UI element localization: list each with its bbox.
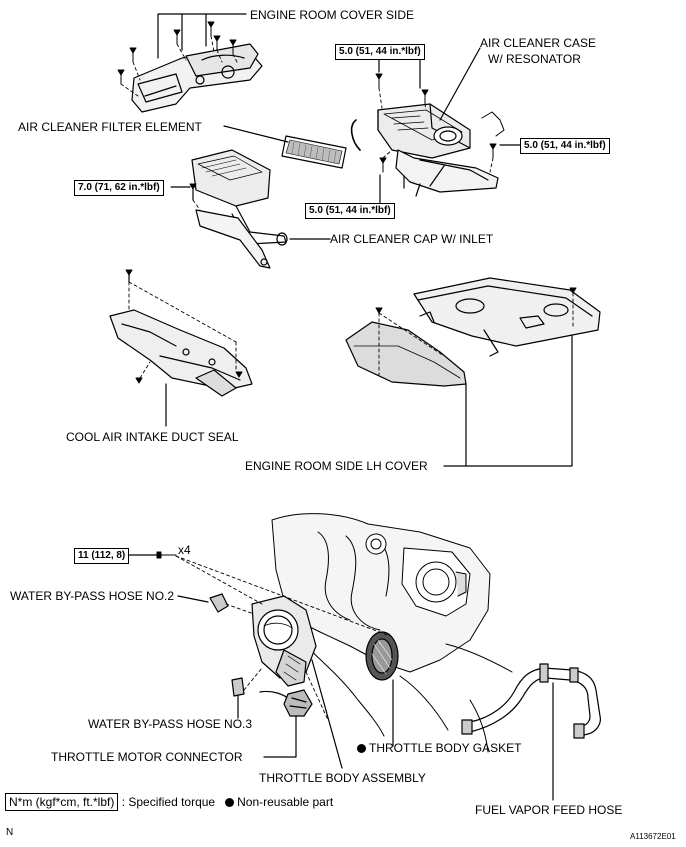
leader-case: [439, 47, 481, 121]
leader-throttle-assembly: [311, 659, 343, 769]
label-air-cleaner-cap: AIR CLEANER CAP W/ INLET: [330, 232, 494, 246]
leader-connector: [263, 715, 297, 758]
cover-side-bolts: [117, 21, 237, 85]
cover-side-dashes: [120, 35, 239, 97]
legend-non-reusable: Non-reusable part: [237, 795, 334, 809]
throttle-body-gasket-drawing: [365, 631, 399, 681]
throttle-bolt: [156, 551, 177, 559]
label-water-bypass-hose-3: WATER BY-PASS HOSE NO.3: [88, 717, 253, 731]
case-bolts: [375, 73, 497, 173]
non-reusable-dot-icon: [357, 744, 366, 753]
throttle-dashes: [175, 555, 391, 721]
label-throttle-motor-connector: THROTTLE MOTOR CONNECTOR: [51, 750, 243, 764]
label-throttle-body-gasket: THROTTLE BODY GASKET: [357, 741, 521, 755]
leader-filter: [223, 125, 289, 143]
torque-case-right: 5.0 (51, 44 in.*lbf): [520, 138, 610, 154]
case-dashes: [378, 87, 494, 173]
air-cleaner-filter-element-drawing: [281, 135, 347, 169]
legend: N*m (kgf*cm, ft.*lbf) : Specified torque…: [5, 793, 334, 811]
throttle-motor-connector-drawing: [259, 689, 313, 717]
water-bypass-hose-3-drawing: [231, 677, 245, 719]
leader-hose-2: [177, 595, 209, 603]
label-engine-room-cover-side: ENGINE ROOM COVER SIDE: [250, 8, 415, 22]
label-cool-air-intake-duct-seal: COOL AIR INTAKE DUCT SEAL: [66, 430, 239, 444]
label-fuel-vapor-feed-hose: FUEL VAPOR FEED HOSE: [475, 803, 623, 817]
cap-bolt: [189, 183, 197, 190]
label-water-bypass-hose-2: WATER BY-PASS HOSE NO.2: [10, 589, 175, 603]
intake-manifold-drawing: [271, 513, 513, 753]
legend-specified-torque: : Specified torque: [121, 795, 216, 809]
label-bolt-qty: x4: [178, 543, 191, 557]
water-bypass-hose-2-drawing: [209, 593, 229, 613]
legend-dot-icon: [225, 798, 235, 807]
throttle-body-assembly-drawing: [251, 595, 317, 687]
engine-room-cover-side-drawing: [131, 43, 263, 113]
label-engine-room-side-lh-cover: ENGINE ROOM SIDE LH COVER: [245, 459, 428, 473]
torque-case-bottom: 5.0 (51, 44 in.*lbf): [305, 203, 395, 219]
label-throttle-body-assembly: THROTTLE BODY ASSEMBLY: [259, 771, 426, 785]
lh-cover-dashes: [378, 292, 574, 379]
leader-cover-side: [157, 13, 247, 59]
air-cleaner-cap-drawing: [191, 149, 288, 269]
north-marker: N: [6, 827, 14, 838]
torque-cap: 7.0 (71, 62 in.*lbf): [74, 180, 164, 196]
label-air-cleaner-filter-element: AIR CLEANER FILTER ELEMENT: [18, 120, 202, 134]
duct-seal-dashes: [128, 281, 237, 379]
air-cleaner-case-drawing: [350, 103, 505, 197]
label-throttle-body-gasket-text: THROTTLE BODY GASKET: [369, 741, 522, 755]
figure-id: A113672E01: [630, 832, 676, 841]
cool-air-intake-duct-seal-drawing: [109, 309, 253, 397]
torque-throttle: 11 (112, 8): [74, 548, 130, 564]
leader-lh-cover: [443, 335, 573, 467]
torque-case-top: 5.0 (51, 44 in.*lbf): [335, 44, 425, 60]
legend-unit-box: N*m (kgf*cm, ft.*lbf): [5, 793, 119, 811]
fuel-vapor-feed-hose-drawing: [461, 663, 601, 739]
label-air-cleaner-case: AIR CLEANER CASE: [480, 36, 597, 50]
engine-room-side-lh-cover-drawing: [345, 277, 601, 387]
label-air-cleaner-case-line2: W/ RESONATOR: [488, 52, 581, 66]
duct-seal-bolt-top: [125, 269, 133, 276]
